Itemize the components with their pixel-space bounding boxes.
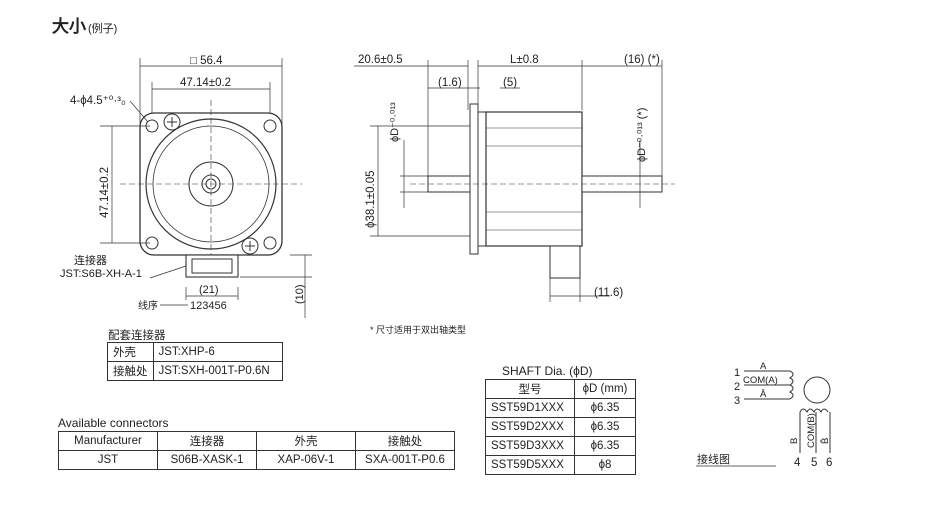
dim-10: (10) — [294, 284, 306, 304]
wire-label-a: A — [760, 361, 767, 372]
dim-phi-d-right: ϕD⁻⁰·⁰¹³ (*) — [636, 108, 648, 162]
table-header-row: 型号 ϕD (mm) — [485, 379, 636, 399]
available-connectors-table: Manufacturer 连接器 外壳 接触处 JST S06B-XASK-1 … — [58, 431, 455, 470]
pin-6: 6 — [826, 457, 832, 469]
dim-11-6: (11.6) — [594, 287, 623, 299]
table-cell: SST59D3XXX — [485, 436, 575, 456]
table-header: 接触处 — [355, 431, 455, 451]
table-cell: SST59D2XXX — [485, 417, 575, 437]
table-header: 外壳 — [256, 431, 356, 451]
pin-1: 1 — [734, 367, 740, 379]
table-row: SST59D3XXX ϕ6.35 — [485, 436, 636, 456]
table-header: ϕD (mm) — [574, 379, 636, 399]
page-title: 大小(例子) — [52, 12, 117, 37]
table-cell: 接触处 — [107, 361, 154, 381]
wire-label-a-bar: Ā — [760, 389, 767, 400]
side-view — [354, 60, 675, 302]
front-view — [100, 58, 312, 318]
table-header: 连接器 — [157, 431, 257, 451]
table-row: 外壳 JST:XHP-6 — [107, 342, 283, 362]
dim-front-length: 20.6±0.5 — [358, 54, 403, 66]
shaft-dia-table: 型号 ϕD (mm) SST59D1XXX ϕ6.35 SST59D2XXX ϕ… — [485, 379, 636, 475]
table-cell: ϕ6.35 — [574, 398, 636, 418]
dim-5: (5) — [503, 77, 517, 89]
connector-part: JST:S6B-XH-A-1 — [60, 268, 142, 280]
table-row: JST S06B-XASK-1 XAP-06V-1 SXA-001T-P0.6 — [58, 450, 455, 470]
table-row: 接触处 JST:SXH-001T-P0.6N — [107, 361, 283, 381]
dim-pilot: ϕ38.1±0.05 — [365, 170, 377, 228]
wire-order: 123456 — [190, 300, 227, 312]
dim-phi-d-left: ϕD⁻⁰·⁰¹³ — [389, 102, 401, 142]
table-cell: S06B-XASK-1 — [157, 450, 257, 470]
shaft-dia-caption: SHAFT Dia. (ϕD) — [502, 364, 593, 378]
dim-holes: 4-ϕ4.5⁺⁰·³₀ — [70, 95, 126, 107]
wire-order-label: 线序 — [138, 299, 158, 312]
dim-hole-pitch-h: 47.14±0.2 — [180, 77, 231, 89]
table-cell: XAP-06V-1 — [256, 450, 356, 470]
table-cell: SST59D5XXX — [485, 455, 575, 475]
table-cell: ϕ6.35 — [574, 436, 636, 456]
wire-label-b: B — [789, 438, 800, 444]
connector-label: 连接器 — [74, 254, 107, 267]
table-cell: JST:SXH-001T-P0.6N — [152, 361, 283, 381]
pin-4: 4 — [794, 457, 801, 469]
note-dual-shaft: * 尺寸适用于双出轴类型 — [370, 325, 467, 335]
dim-16: (16) (*) — [624, 54, 660, 66]
available-connectors-caption: Available connectors — [58, 416, 169, 430]
table-header: Manufacturer — [58, 431, 158, 451]
title-text: 大小 — [52, 17, 86, 36]
mating-connector-caption: 配套连接器 — [108, 330, 166, 342]
wire-label-com-b: COM(B) — [806, 413, 817, 448]
wiring-diagram — [696, 370, 831, 467]
wiring-caption: 接线图 — [697, 452, 730, 466]
table-cell: ϕ8 — [574, 455, 636, 475]
table-row: SST59D5XXX ϕ8 — [485, 455, 636, 475]
table-header: 型号 — [485, 379, 575, 399]
table-cell: SXA-001T-P0.6 — [355, 450, 455, 470]
table-cell: JST — [58, 450, 158, 470]
mating-connector-table: 外壳 JST:XHP-6 接触处 JST:SXH-001T-P0.6N — [107, 342, 283, 381]
table-header-row: Manufacturer 连接器 外壳 接触处 — [58, 431, 455, 451]
dim-21: (21) — [199, 284, 219, 296]
dim-1-6: (1.6) — [438, 77, 462, 89]
table-cell: JST:XHP-6 — [152, 342, 283, 362]
table-cell: 外壳 — [107, 342, 154, 362]
table-row: SST59D2XXX ϕ6.35 — [485, 417, 636, 437]
wire-label-com-a: COM(A) — [743, 375, 778, 386]
pin-3: 3 — [734, 395, 740, 407]
table-cell: ϕ6.35 — [574, 417, 636, 437]
wire-label-b-bar: B̄ — [820, 438, 831, 444]
table-cell: SST59D1XXX — [485, 398, 575, 418]
title-subtitle: (例子) — [88, 23, 118, 35]
dim-L: L±0.8 — [510, 54, 539, 66]
dim-hole-pitch-v: 47.14±0.2 — [99, 167, 111, 218]
pin-5: 5 — [811, 457, 817, 469]
pin-2: 2 — [734, 381, 740, 393]
dim-square: □ 56.4 — [190, 55, 223, 67]
table-row: SST59D1XXX ϕ6.35 — [485, 398, 636, 418]
